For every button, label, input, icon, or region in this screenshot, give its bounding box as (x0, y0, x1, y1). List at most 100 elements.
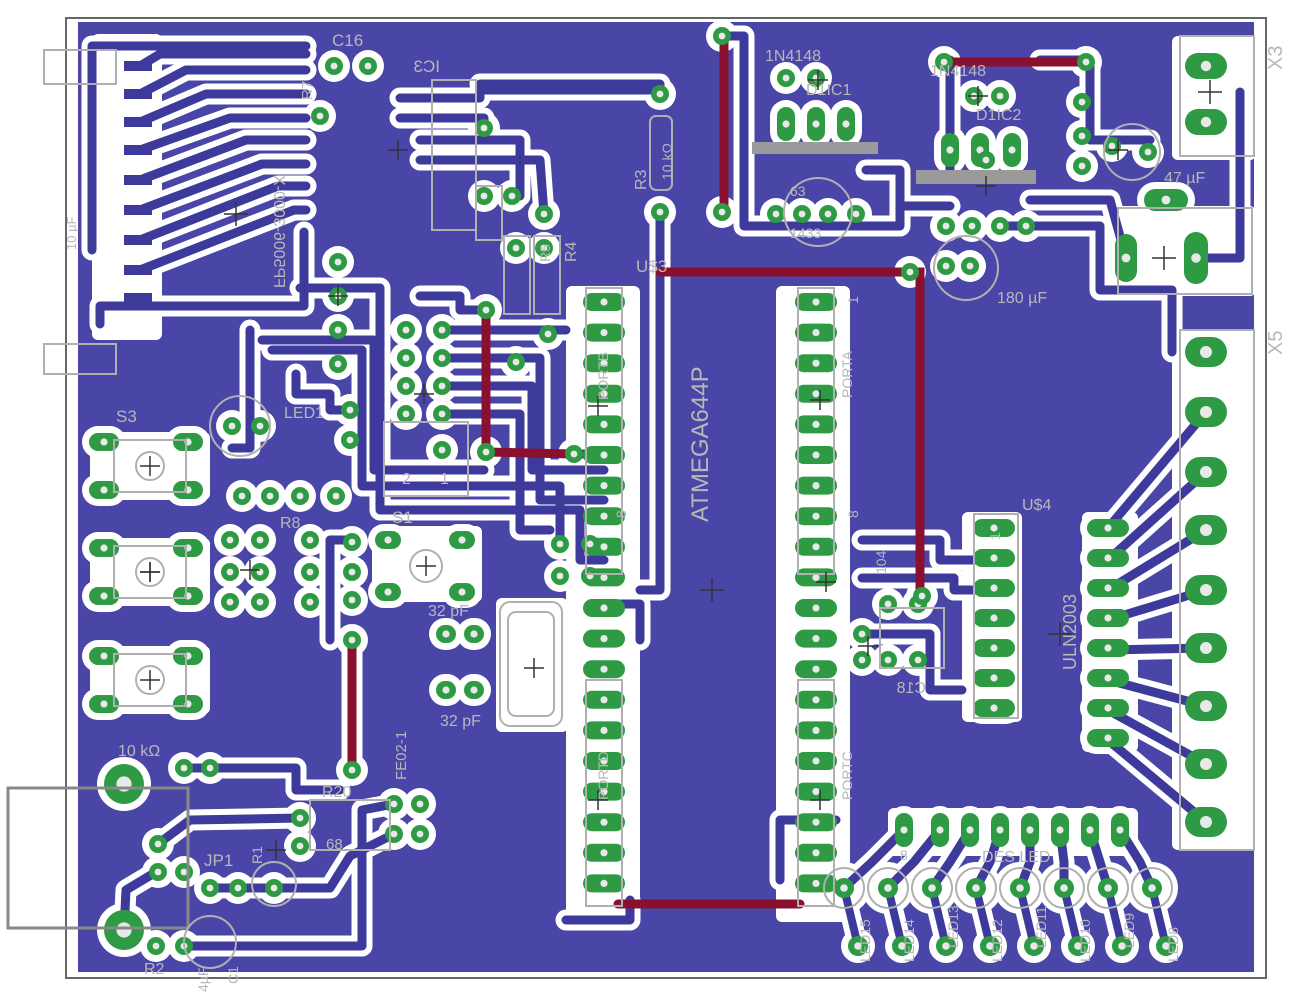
uln-right-pad-4-drill (1104, 614, 1112, 622)
uln-right-pad-3-drill (1104, 584, 1112, 592)
label-s3: S3 (116, 407, 137, 426)
led-ring-6 (1087, 867, 1129, 909)
trace-14 (635, 207, 665, 595)
mcu-right-pad-8-drill (812, 512, 820, 520)
via-pad-27-drill (348, 766, 356, 774)
silkscreen-labels: C16 IC3 R7 1N4148 1N4148 D1IC1 D1IC2 X3 … (64, 31, 1287, 992)
trace-26 (291, 369, 355, 415)
mcu-origin-cross (700, 578, 724, 602)
via-pad-77-drill (782, 74, 790, 82)
via-pad-84-drill (968, 222, 976, 230)
via-pad-1-drill (656, 208, 664, 216)
via-pad-22-drill (332, 492, 340, 500)
label-d1ic1: D1IC1 (806, 82, 851, 99)
x5-pad-1-drill (1200, 406, 1212, 418)
via-pad-43-drill (296, 842, 304, 850)
x5-pad-3-drill (1200, 524, 1212, 536)
via-pad-89-drill (718, 32, 726, 40)
trace-49 (839, 825, 909, 893)
mcu-right-pad-4-drill (812, 390, 820, 398)
via-pad-60-drill (438, 382, 446, 390)
switch-ring-0 (135, 451, 165, 481)
x5-pad-8-drill (1200, 816, 1212, 828)
via-pad-32-drill (180, 868, 188, 876)
mcu-left-pad-19-drill (600, 849, 608, 857)
mcu-left-pad-8-drill (600, 512, 608, 520)
led-pad-bottom-7-drill (1162, 942, 1170, 950)
switch-outline-0 (113, 439, 187, 493)
mcu-right-pad-2-drill (812, 329, 820, 337)
switch-cross-0 (140, 456, 160, 476)
led1-ring (209, 395, 271, 457)
r2-outline (475, 185, 503, 241)
via-pad-58-drill (438, 326, 446, 334)
mcu-left-pad-17-drill (600, 788, 608, 796)
via-pad-64-drill (482, 448, 490, 456)
trace-0 (87, 41, 311, 255)
via-pad-97-drill (256, 536, 264, 544)
board-outline (65, 17, 1267, 979)
via-pad-52-drill (556, 572, 564, 580)
via-pad-30-drill (154, 840, 162, 848)
label-fp: FP5006-3000-X (270, 175, 287, 288)
via-pad-35-drill (152, 942, 160, 950)
regulator-pad-2-drill (842, 120, 850, 128)
label-led11: LED11 (1033, 906, 1049, 948)
via-pad-20-drill (266, 492, 274, 500)
trace-7 (135, 181, 311, 245)
r5-outline (503, 235, 531, 315)
switch-pad-a-2-drill (100, 652, 108, 660)
mcu-right-pad-1-drill (812, 298, 820, 306)
led-ring-2 (911, 867, 953, 909)
mcu-left-pad-5-drill (600, 420, 608, 428)
via-pad-73-drill (1144, 148, 1152, 156)
led-ring-1 (867, 867, 909, 909)
ref-cross-9 (266, 840, 286, 860)
ref-cross-13 (810, 790, 830, 810)
ref-cross-6 (416, 556, 436, 576)
label-4uf: 4µF (195, 968, 211, 992)
trace-50 (883, 825, 945, 893)
trace-35 (179, 763, 345, 795)
label-led14: LED14 (901, 919, 917, 962)
label-r3-value: 10 kΩ (659, 143, 675, 180)
led-pad-top-3-drill (972, 884, 980, 892)
fp-cross (224, 202, 248, 226)
portd-outline (585, 679, 623, 907)
trace-6 (135, 159, 311, 215)
via-pad-33-drill (206, 884, 214, 892)
trace-8 (135, 205, 311, 275)
mcu-right-pad-5-drill (812, 420, 820, 428)
porta-outline (797, 287, 835, 575)
led-pad-top-2-drill (928, 884, 936, 892)
label-47uf: 47 µF (1164, 170, 1205, 187)
label-led15: LED15 (857, 919, 873, 962)
header-outline (383, 421, 469, 497)
x5-pad-7-drill (1200, 758, 1212, 770)
mcu-left-pad-1-drill (600, 298, 608, 306)
x3-outline (1179, 35, 1255, 157)
S1-ring (409, 549, 443, 583)
mcu-left-pad-16-drill (600, 757, 608, 765)
trace-23 (227, 325, 255, 453)
via-pad-83-drill (942, 222, 950, 230)
trace-38 (179, 799, 399, 951)
uln-right-pad-2-drill (1104, 554, 1112, 562)
r3-outline (649, 115, 673, 191)
x5-pad-2-drill (1200, 466, 1212, 478)
regulator-pad-1-drill (812, 120, 820, 128)
via-pad-74-drill (1108, 142, 1116, 150)
via-pad-102-drill (306, 598, 314, 606)
mcu-right-pad-9-drill (812, 543, 820, 551)
cap47-ring (1103, 123, 1161, 181)
ref-cross-4 (1108, 140, 1128, 160)
crystal-inner (507, 611, 555, 717)
via-pad-51-drill (586, 540, 594, 548)
via-pad-71-drill (1078, 132, 1086, 140)
trace-4 (135, 113, 311, 155)
trace-22 (1003, 221, 1177, 357)
trace-59 (857, 535, 999, 565)
crystal-outline (499, 601, 563, 727)
x5-pad-0-drill (1200, 346, 1212, 358)
